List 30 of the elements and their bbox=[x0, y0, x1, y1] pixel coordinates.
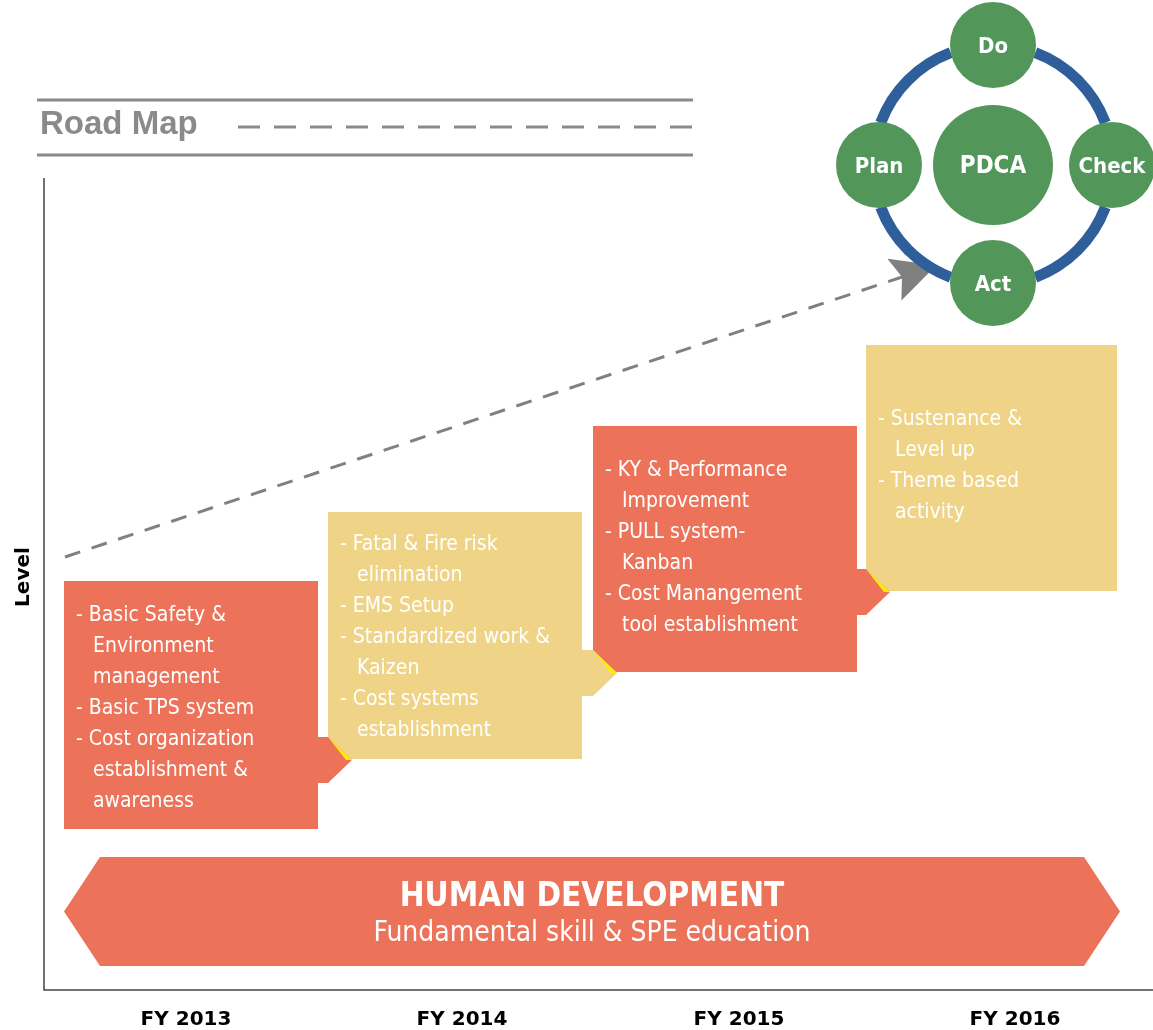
year-label: FY 2013 bbox=[139, 1006, 233, 1030]
step-box bbox=[866, 345, 1117, 591]
year-label: FY 2015 bbox=[692, 1006, 786, 1030]
hexagon-banner bbox=[64, 857, 1120, 966]
bullet-text: - Standardized work & Kaizen bbox=[340, 623, 551, 681]
circle-label: Do bbox=[977, 32, 1008, 58]
step-box bbox=[64, 581, 318, 829]
bullet-text: - Theme based activity bbox=[878, 467, 1021, 525]
circle-label: Plan bbox=[854, 152, 904, 178]
banner-heading: HUMAN DEVELOPMENT bbox=[399, 874, 785, 915]
circle-label: Act bbox=[974, 270, 1012, 296]
bullet-text: - Cost organization establishment & awareness bbox=[76, 725, 256, 814]
banner-subtitle: Fundamental skill & SPE education bbox=[373, 914, 811, 949]
circle-label: PDCA bbox=[959, 151, 1027, 179]
circle-label: Check bbox=[1078, 152, 1146, 178]
bullet-text: - Basic Safety & Environment management bbox=[76, 601, 227, 690]
bullet-text: - Basic TPS system bbox=[76, 694, 256, 721]
bullet-text: - PULL system- Kanban bbox=[605, 518, 747, 576]
step-box bbox=[328, 512, 582, 759]
bullet-text: - Fatal & Fire risk elimination bbox=[340, 530, 499, 588]
year-label: FY 2016 bbox=[968, 1006, 1062, 1030]
title: Road Map bbox=[40, 104, 198, 142]
bullet-text: - Cost systems establishment bbox=[340, 685, 493, 743]
bullet-text: - KY & Performance Improvement bbox=[605, 456, 789, 514]
axis-label: Level bbox=[9, 547, 34, 607]
bullet-text: - Cost Manangement tool establishment bbox=[605, 580, 804, 638]
bullet-text: - Sustenance & Level up bbox=[878, 405, 1023, 463]
year-label: FY 2014 bbox=[415, 1006, 509, 1030]
step-box bbox=[593, 426, 857, 672]
bullet-text: - EMS Setup bbox=[340, 592, 456, 619]
